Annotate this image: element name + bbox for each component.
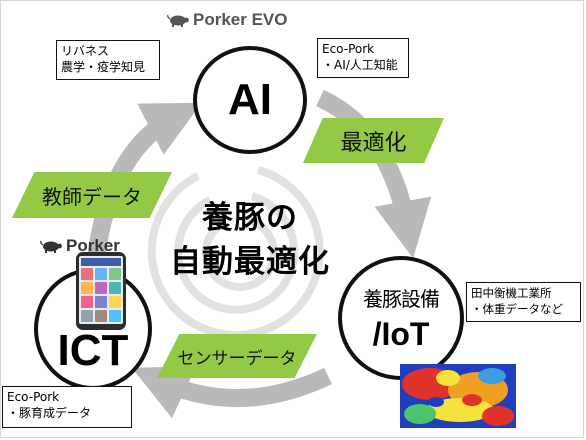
ai-label: AI	[228, 75, 272, 124]
ict-label: ICT	[57, 326, 129, 375]
pig-icon	[40, 240, 62, 253]
porker-evo-logo: Porker EVO	[167, 10, 288, 30]
eco-ai-line-1: Eco-Pork	[322, 42, 375, 56]
eco-ai-line-2: ・AI/人工知能	[322, 58, 398, 72]
iot-label-line-1: 養豚設備	[363, 287, 440, 311]
eco-ict-line-2: ・豚育成データ	[7, 406, 92, 420]
phone-app-icon	[76, 252, 126, 330]
center-title-line-2: 自動最適化	[170, 244, 330, 280]
eco-pork-ict-box: Eco-Pork ・豚育成データ	[2, 386, 132, 428]
riba-box: リバネス 農学・疫学知見	[56, 40, 160, 80]
heatmap-image	[400, 364, 516, 428]
eco-pork-ai-box: Eco-Pork ・AI/人工知能	[317, 38, 409, 78]
teacher-data-text: 教師データ	[42, 184, 142, 209]
center-title: 養豚の 自動最適化	[150, 196, 350, 284]
tanaka-box: 田中衡機工業所 ・体重データなど	[466, 282, 581, 322]
center-title-line-1: 養豚の	[202, 200, 298, 236]
pig-icon	[167, 14, 189, 27]
iot-node: 養豚設備 /IoT	[338, 256, 464, 380]
flow-label-teacher-data: 教師データ	[12, 172, 172, 218]
flow-label-sensor-data: センサーデータ	[157, 334, 317, 378]
optimize-text: 最適化	[340, 130, 407, 156]
flow-label-optimize: 最適化	[303, 118, 444, 163]
porker-evo-label: Porker EVO	[193, 10, 288, 29]
arrow-ict-to-ai	[87, 102, 202, 260]
porker-label: Porker	[66, 236, 120, 255]
eco-ict-line-1: Eco-Pork	[7, 390, 60, 404]
riba-line-2: 農学・疫学知見	[61, 60, 146, 74]
tanaka-line-2: ・体重データなど	[471, 302, 563, 316]
tanaka-line-1: 田中衡機工業所	[471, 286, 552, 300]
riba-line-1: リバネス	[61, 44, 110, 58]
iot-label-line-2: /IoT	[372, 316, 430, 352]
porker-logo: Porker	[40, 236, 120, 256]
arrow-iot-to-ict	[131, 365, 332, 419]
sensor-data-text: センサーデータ	[177, 348, 297, 369]
ai-node: AI	[193, 46, 307, 154]
